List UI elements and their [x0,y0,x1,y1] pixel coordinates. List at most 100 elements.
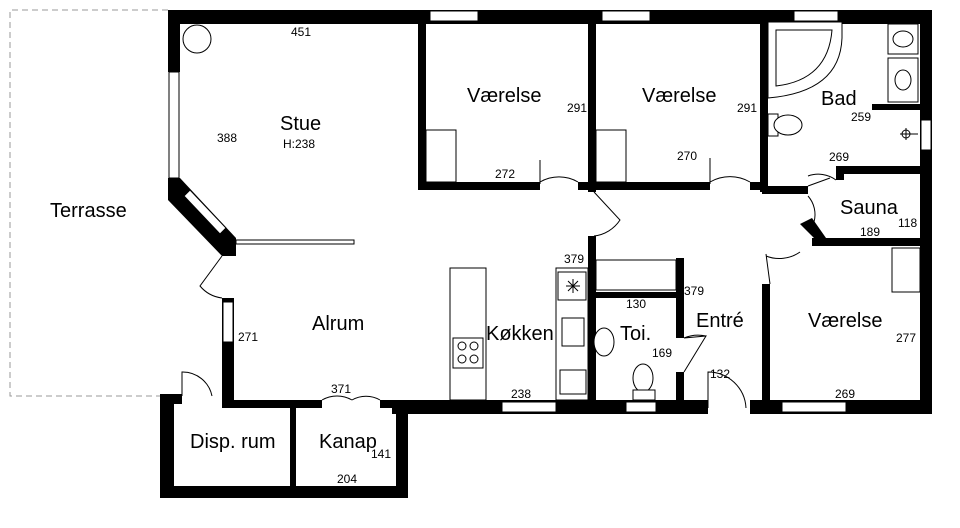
label-entre: Entré [696,310,744,332]
shower-icon [900,128,918,140]
washer-icon [887,57,919,103]
wall-sauna-top [840,166,922,174]
dim-toilet-width: 130 [626,297,646,311]
dim-v1-depth: 291 [567,101,587,115]
door-bad-arc [807,173,837,181]
label-toilet: Toi. [620,323,651,345]
window-top-2 [601,10,651,22]
label-vaerelse-2: Værelse [642,85,716,107]
sink-icon [561,317,585,347]
window-alrum-left [222,301,234,343]
dim-toilet-depth: 169 [652,346,672,360]
window-bottom-1 [501,401,557,413]
wall-stue-v1 [418,18,426,188]
label-disp-rum: Disp. rum [190,431,276,453]
door-v3 [765,251,801,285]
door-disp [181,371,213,397]
dim-sauna-width: 189 [860,225,880,239]
dim-kanap-depth: 141 [371,447,391,461]
wall-v1-v2 [588,18,596,192]
wall-sauna-bottom [812,238,922,246]
label-alrum: Alrum [312,313,364,335]
wall-v2-bad [760,18,768,192]
label-stue: Stue [280,113,321,135]
wall-kanap-right [396,400,408,498]
wall-bad-bottom [762,186,808,194]
wall-v2-bottom-right [750,182,768,190]
door-entre [707,371,747,409]
label-vaerelse-1: Værelse [467,85,541,107]
dim-v1-width: 272 [495,167,515,181]
wall-disp-left [160,394,174,498]
window-diagonal [183,189,227,235]
door-kanap [321,395,381,401]
label-sauna: Sauna [840,197,899,219]
wall-toilet-right [676,258,684,338]
dishwasher-icon [559,369,587,395]
window-bottom-3 [781,401,847,413]
door-bad [807,177,831,187]
hob-icon [452,337,484,369]
window-left-stue [168,71,180,179]
wall-disp-top [160,394,182,404]
wardrobe-v3 [891,247,921,293]
dim-entre-depth: 379 [684,284,704,298]
door-alrum [199,255,223,299]
terrace-outline [9,9,168,397]
label-bad: Bad [821,88,857,110]
wall-toilet-right-lower [676,372,684,410]
dim-kanap-width: 204 [337,472,357,486]
dim-koekken-depth: 379 [564,252,584,266]
dim-sauna-depth: 118 [898,216,917,230]
door-kitchen [593,191,621,237]
wall-kitchen-toilet [588,236,596,410]
wall-left-stue [168,10,180,72]
wall-v1-bottom [418,182,540,190]
wall-toilet-top [594,292,682,298]
label-koekken: Køkken [486,323,554,345]
wall-bottom-alrum [222,400,322,408]
dim-stue-width: 451 [291,25,311,39]
dim-bad-depth: 259 [851,110,871,124]
door-sauna [807,195,816,223]
toilet-basin-icon [593,327,615,357]
dim-v2-depth: 291 [737,101,757,115]
kitchen-counter [449,267,487,401]
wall-sauna-diag [800,218,826,244]
label-kanap: Kanap [319,431,377,453]
dim-v3-depth: 277 [896,331,916,345]
wall-disp-bottom [160,486,408,498]
sliding-door [235,239,355,245]
door-v1 [539,176,579,183]
wardrobe-v2 [595,129,627,183]
window-bad-right [920,119,932,151]
wall-alrum-kanap [380,400,400,408]
dim-entre-width: 132 [710,367,730,381]
dim-alrum-depth: 271 [238,330,258,344]
label-vaerelse-3: Værelse [808,310,882,332]
label-stue-height: H:238 [283,137,315,151]
bathtub-icon [767,21,843,99]
dim-bad-width: 269 [829,150,849,164]
dim-koekken-width: 238 [511,387,531,401]
wc-icon [632,363,654,393]
door-toilet [683,334,707,373]
wall-right [920,10,932,414]
wall-v3-left [762,284,770,410]
wall-v2-bottom [594,182,710,190]
dim-v3-width: 269 [835,387,855,401]
wall-top [168,10,932,24]
window-bottom-2 [625,401,657,413]
dim-v2-width: 270 [677,149,697,163]
window-top-1 [429,10,479,22]
wall-disp-divider [290,404,296,492]
door-v2 [709,176,751,183]
wall-sauna-top-left [836,166,844,180]
dim-stue-depth: 388 [217,131,237,145]
wall-v1-bottom-right [578,182,594,190]
label-terrasse: Terrasse [50,200,127,222]
stove-icon [182,24,212,54]
wardrobe-v1 [425,129,457,183]
wall-bad-partition [872,104,922,110]
